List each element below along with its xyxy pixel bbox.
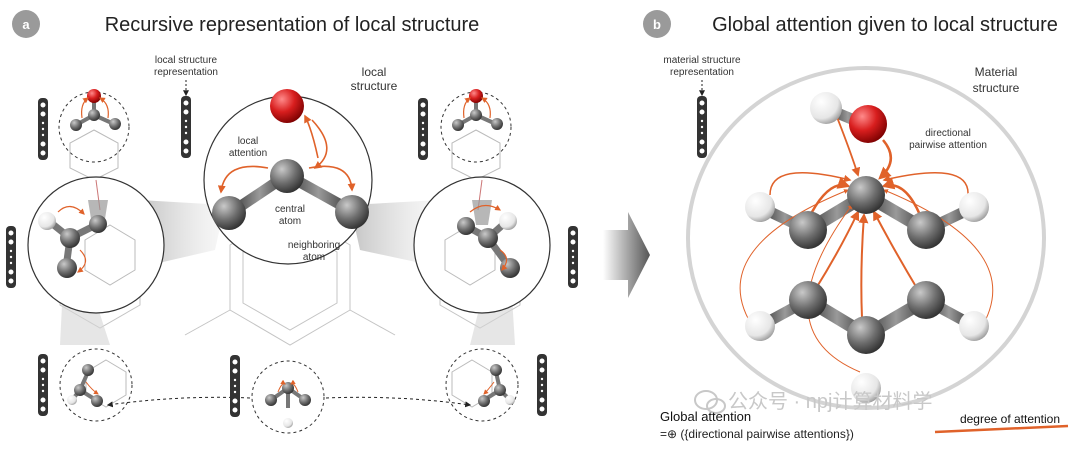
material-structure-representation-label-1: material structure xyxy=(663,55,741,66)
directional-label-1: directional xyxy=(925,128,971,139)
local-attention-label-2: attention xyxy=(229,148,267,159)
material-structure-representation-label-2: representation xyxy=(670,67,734,78)
panel-b-badge-label: b xyxy=(653,17,661,32)
vector-bars-a xyxy=(6,96,578,417)
panel-a: a Recursive representation of local stru… xyxy=(6,10,578,434)
panel-a-badge-label: a xyxy=(22,17,30,32)
local-structure-representation-label-1: local structure xyxy=(155,55,218,66)
dashed-arrow-left xyxy=(106,396,251,408)
panel-b: b Global attention given to local struct… xyxy=(643,10,1069,441)
panel-b-title: Global attention given to local structur… xyxy=(712,14,1058,36)
right-local-structure xyxy=(413,176,551,314)
dashed-arrow-right xyxy=(325,396,472,408)
panel-a-badge xyxy=(12,10,40,38)
directional-label-2: pairwise attention xyxy=(909,140,987,151)
global-attention-title: Global attention xyxy=(660,409,751,424)
legend-label: degree of attention xyxy=(960,412,1060,426)
central-atom-label-2: atom xyxy=(279,216,301,227)
panel-a-title: Recursive representation of local struct… xyxy=(105,14,480,36)
wechat-icon xyxy=(694,390,726,414)
local-attention-label-1: local xyxy=(238,136,259,147)
local-structure-representation-label-2: representation xyxy=(154,67,218,78)
central-local-structure: local attention central atom neighboring… xyxy=(203,89,373,265)
arrow-right-icon xyxy=(603,212,650,298)
top-right-local-structure xyxy=(440,89,512,181)
vector-bar-b xyxy=(697,96,707,158)
benzene-atoms xyxy=(745,92,989,403)
attention-arcs xyxy=(739,111,994,373)
left-local-structure xyxy=(27,176,165,314)
neighboring-atom-label-2: atom xyxy=(303,252,325,263)
central-atom-label-1: central xyxy=(275,204,305,215)
panel-b-badge xyxy=(643,10,671,38)
top-left-local-structure xyxy=(58,89,130,181)
bottom-right-local-structure xyxy=(445,348,519,422)
neighboring-atom-label-1: neighboring xyxy=(288,240,340,251)
global-attention-formula: =⊕ ({directional pairwise attentions}) xyxy=(660,427,854,441)
watermark-text: 公众号 · npj计算材料学 xyxy=(728,390,932,413)
bottom-center-local-structure xyxy=(251,360,325,434)
local-structure-label-2: structure xyxy=(351,79,398,93)
legend-line xyxy=(934,424,1069,434)
material-structure-label-1: Material xyxy=(975,65,1018,79)
local-structure-label-1: local xyxy=(362,65,387,79)
material-structure-label-2: structure xyxy=(973,81,1020,95)
bottom-left-local-structure xyxy=(59,348,133,422)
